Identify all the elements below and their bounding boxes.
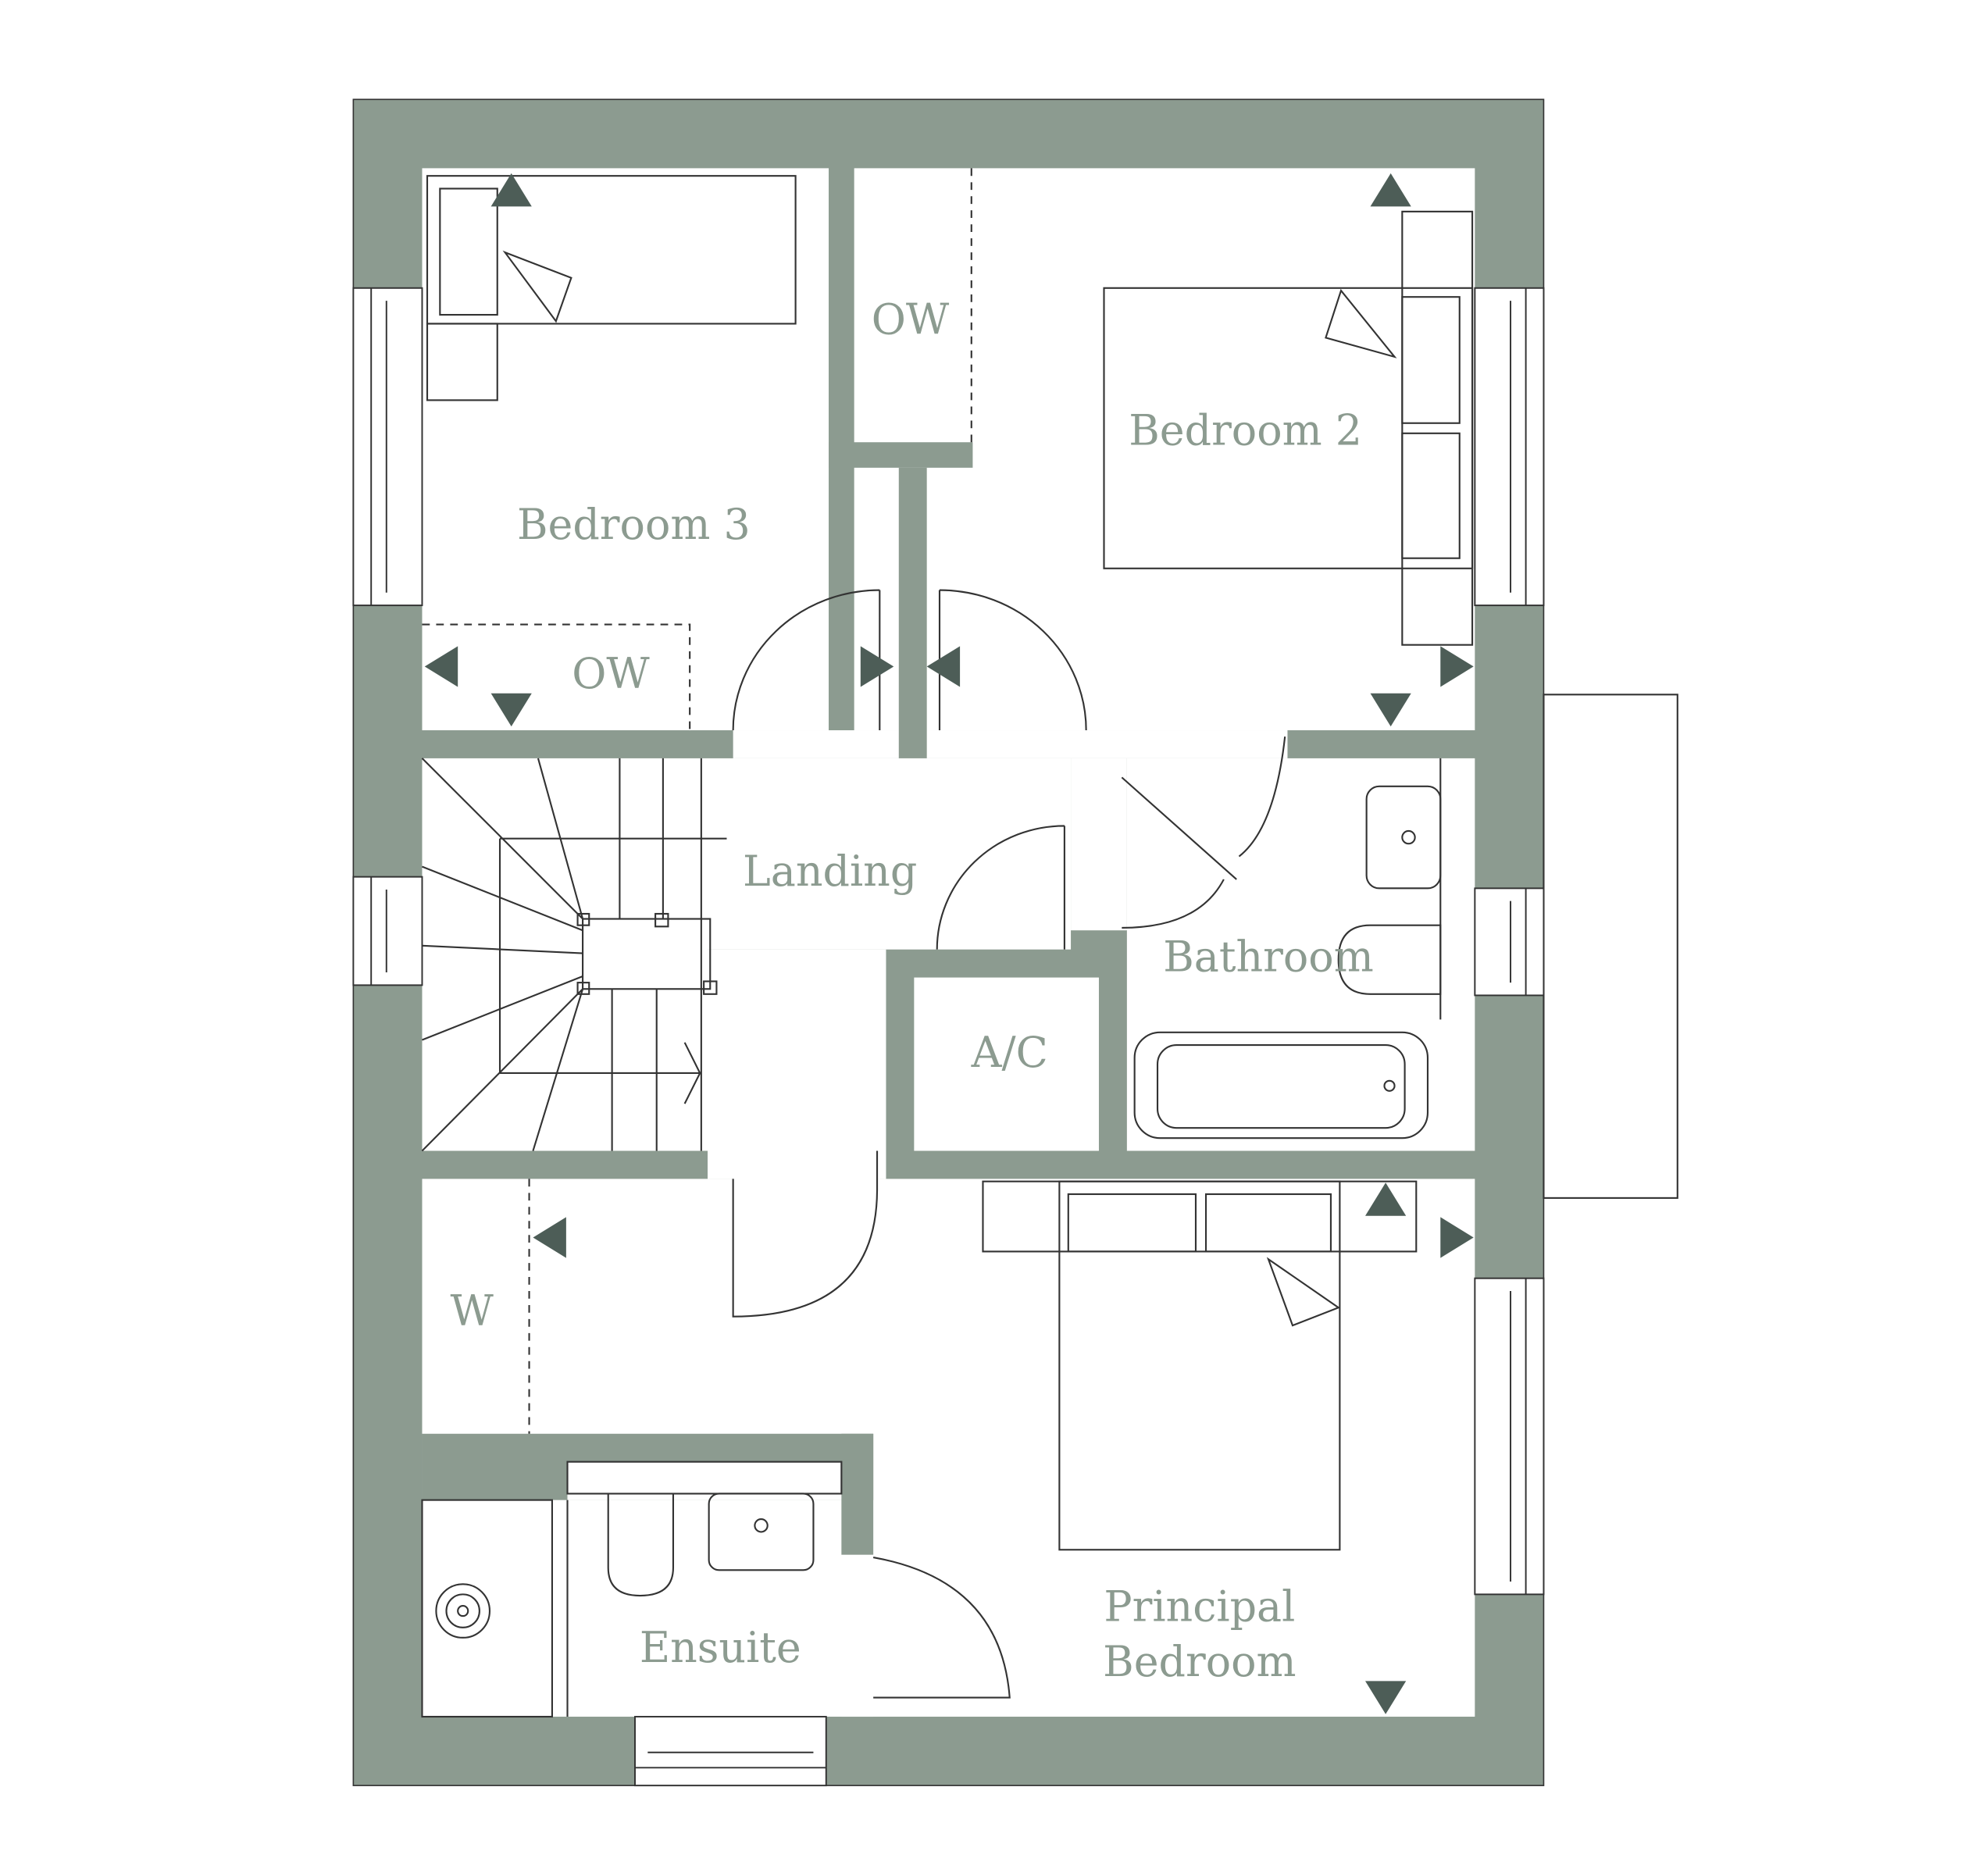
window (352, 876, 423, 986)
window (1474, 287, 1545, 607)
arrow-right-icon (1440, 646, 1474, 687)
bathtub (1133, 1031, 1429, 1140)
nightstand (426, 323, 498, 401)
shower (421, 1499, 553, 1718)
room-areas (422, 168, 1475, 1717)
arrow-down-icon (1365, 1681, 1407, 1714)
window (634, 1716, 827, 1787)
arrow-left-icon (926, 646, 961, 687)
arrow-up-icon (490, 173, 532, 207)
staircase[interactable] (421, 758, 727, 1152)
window (1474, 1277, 1545, 1596)
arrow-right-icon (860, 646, 894, 687)
label-landing: Landing (743, 847, 917, 896)
arrow-left-icon (533, 1217, 566, 1258)
arrow-down-icon (490, 693, 532, 727)
label-bathroom: Bathroom (1163, 932, 1374, 981)
windows (352, 287, 1545, 1787)
label-bedroom-2: Bedroom 2 (1129, 405, 1362, 455)
arrow-down-icon (1370, 693, 1411, 727)
arrow-up-icon (1370, 173, 1411, 207)
label-principal-bedroom: Bedroom (1103, 1637, 1296, 1686)
label-ow-bedroom3: OW (572, 649, 650, 698)
doors (732, 589, 1286, 1699)
label-bedroom-3: Bedroom 3 (517, 500, 751, 549)
label-ow-top: OW (872, 295, 950, 344)
bed-bedroom3 (426, 175, 797, 325)
wardrobe-outlines (422, 168, 972, 1434)
arrow-up-icon (1365, 1182, 1407, 1216)
window (1474, 887, 1545, 997)
wc-ensuite (607, 1493, 675, 1597)
arrow-right-icon (1440, 1217, 1474, 1258)
basin-ensuite (708, 1493, 815, 1571)
window (352, 287, 423, 607)
label-principal: Principal (1104, 1582, 1295, 1632)
wc-bathroom (1337, 924, 1442, 995)
label-ac: A/C (971, 1028, 1048, 1077)
arrow-left-icon (424, 646, 458, 687)
bay-outline (1543, 694, 1678, 1199)
label-ensuite: Ensuite (640, 1623, 801, 1672)
label-wardrobe: W (450, 1286, 494, 1336)
furniture (421, 175, 1474, 1718)
